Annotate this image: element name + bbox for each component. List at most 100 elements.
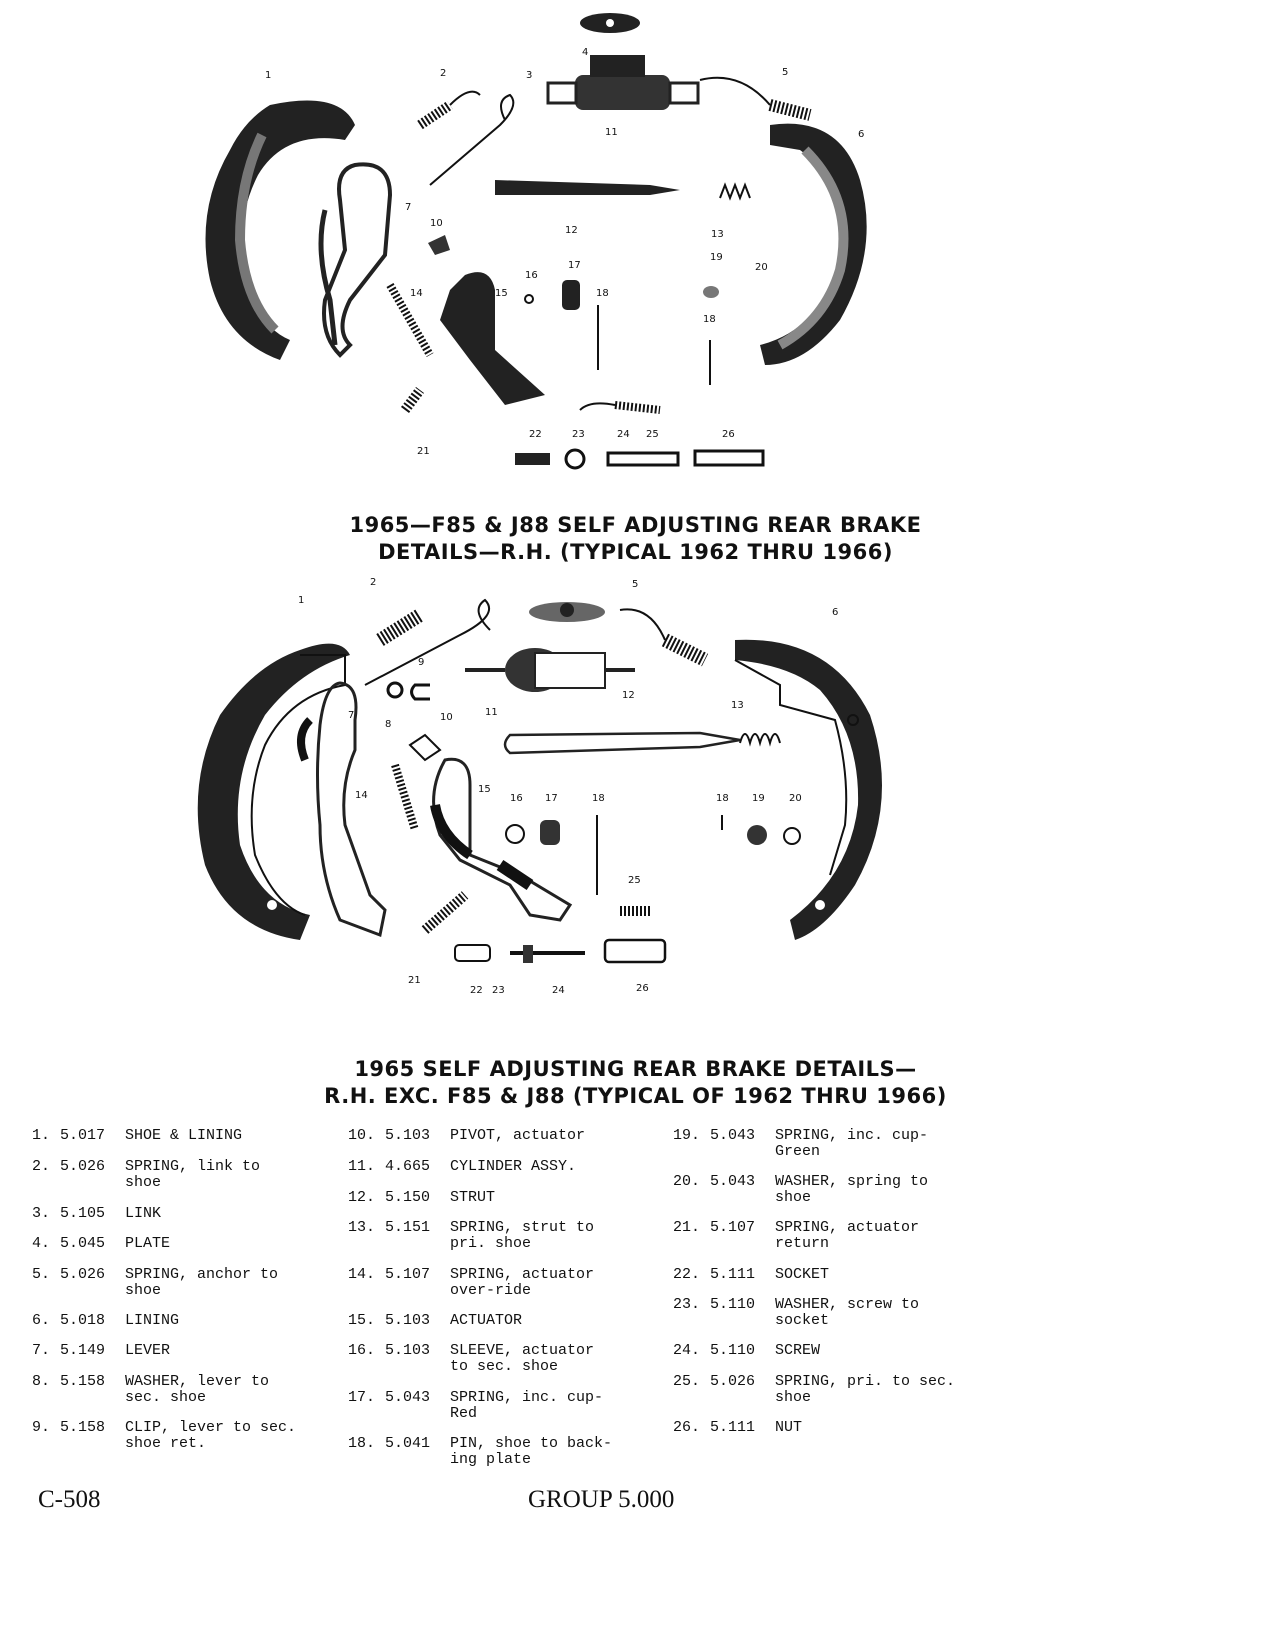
part-description: LINK — [125, 1205, 162, 1222]
part-group-code: 5.017 — [60, 1127, 106, 1144]
part-description: NUT — [775, 1419, 803, 1436]
part-number: 4. — [31, 1235, 50, 1252]
link-part — [429, 93, 515, 186]
svg-text:1: 1 — [265, 70, 271, 81]
svg-text:17: 17 — [568, 260, 581, 271]
spring-strut-part — [739, 733, 781, 747]
primary-shoe-lining-part — [205, 100, 355, 360]
part-group-code: 5.111 — [710, 1419, 756, 1436]
svg-text:14: 14 — [410, 288, 423, 299]
svg-text:14: 14 — [355, 790, 368, 801]
spring-anchor-to-shoe-part — [661, 633, 709, 667]
part-group-code: 5.103 — [385, 1342, 431, 1359]
spring-cup-part — [540, 820, 560, 845]
caption-bottom-line1: 1965 SELF ADJUSTING REAR BRAKE DETAILS— — [354, 1057, 917, 1081]
part-description: SPRING, pri. to sec. shoe — [775, 1373, 956, 1406]
pivot-part — [408, 733, 442, 762]
part-description: SPRING, actuator over-ride — [450, 1266, 595, 1299]
strut-part — [495, 180, 680, 195]
svg-text:8: 8 — [385, 719, 391, 730]
part-number: 18. — [347, 1435, 375, 1452]
part-group-code: 5.026 — [60, 1158, 106, 1175]
part-number: 25. — [672, 1373, 700, 1390]
part-description: SPRING, actuator return — [775, 1219, 920, 1252]
part-number: 22. — [672, 1266, 700, 1283]
part-description: SLEEVE, actuator to sec. shoe — [450, 1342, 595, 1375]
part-number: 10. — [347, 1127, 375, 1144]
part-number: 17. — [347, 1389, 375, 1406]
caption-bottom-line2: R.H. EXC. F85 & J88 (TYPICAL OF 1962 THR… — [324, 1084, 947, 1108]
svg-text:25: 25 — [628, 875, 641, 886]
part-group-code: 5.149 — [60, 1342, 106, 1359]
svg-text:21: 21 — [417, 446, 430, 457]
part-number: 23. — [672, 1296, 700, 1313]
svg-text:18: 18 — [596, 288, 609, 299]
part-description: SPRING, inc. cup- Green — [775, 1127, 929, 1160]
part-number: 5. — [31, 1266, 50, 1283]
actuator-part — [440, 272, 545, 405]
svg-text:3: 3 — [526, 70, 532, 81]
svg-text:26: 26 — [636, 983, 649, 994]
svg-text:16: 16 — [525, 270, 538, 281]
part-number: 6. — [31, 1312, 50, 1329]
part-number: 9. — [31, 1419, 50, 1436]
part-group-code: 5.103 — [385, 1127, 431, 1144]
svg-text:20: 20 — [755, 262, 768, 273]
svg-text:10: 10 — [430, 218, 443, 229]
pivot-part — [428, 235, 450, 255]
part-number: 15. — [347, 1312, 375, 1329]
wheel-cylinder-part — [465, 648, 635, 692]
part-number: 3. — [31, 1205, 50, 1222]
spring-override-part — [386, 283, 434, 357]
svg-text:15: 15 — [495, 288, 508, 299]
part-group-code: 5.026 — [60, 1266, 106, 1283]
part-group-code: 5.103 — [385, 1312, 431, 1329]
part-group-code: 5.150 — [385, 1189, 431, 1206]
svg-text:19: 19 — [710, 252, 723, 263]
svg-text:18: 18 — [592, 793, 605, 804]
svg-text:9: 9 — [418, 657, 424, 668]
part-description: WASHER, lever to sec. shoe — [125, 1373, 270, 1406]
svg-text:10: 10 — [440, 712, 453, 723]
spring-return-part — [421, 891, 469, 934]
part-description: PIN, shoe to back- ing plate — [450, 1435, 613, 1468]
svg-text:4: 4 — [582, 47, 588, 58]
part-group-code: 5.043 — [710, 1127, 756, 1144]
svg-text:23: 23 — [492, 985, 505, 996]
part-group-code: 5.107 — [710, 1219, 756, 1236]
part-group-code: 5.105 — [60, 1205, 106, 1222]
part-number: 13. — [347, 1219, 375, 1236]
primary-shoe-lining-part — [197, 643, 350, 940]
svg-text:24: 24 — [617, 429, 630, 440]
svg-text:25: 25 — [646, 429, 659, 440]
svg-text:22: 22 — [529, 429, 542, 440]
caption-top-line2: DETAILS—R.H. (TYPICAL 1962 THRU 1966) — [378, 540, 893, 564]
caption-top-line1: 1965—F85 & J88 SELF ADJUSTING REAR BRAKE — [349, 513, 922, 537]
svg-text:13: 13 — [711, 229, 724, 240]
svg-text:22: 22 — [470, 985, 483, 996]
svg-text:5: 5 — [782, 67, 788, 78]
page-number: C-508 — [38, 1486, 101, 1513]
part-number: 7. — [31, 1342, 50, 1359]
svg-text:12: 12 — [565, 225, 578, 236]
part-description: SOCKET — [775, 1266, 830, 1283]
secondary-shoe-lining-part — [760, 123, 867, 366]
part-description: SPRING, link to shoe — [125, 1158, 261, 1191]
part-group-code: 5.111 — [710, 1266, 756, 1283]
part-description: CLIP, lever to sec. shoe ret. — [125, 1419, 297, 1452]
svg-text:11: 11 — [485, 707, 498, 718]
part-number: 14. — [347, 1266, 375, 1283]
part-description: ACTUATOR — [450, 1312, 523, 1329]
part-number: 8. — [31, 1373, 50, 1390]
part-group-code: 5.026 — [710, 1373, 756, 1390]
group-label: GROUP 5.000 — [528, 1486, 675, 1513]
part-description: STRUT — [450, 1189, 496, 1206]
part-group-code: 5.158 — [60, 1419, 106, 1436]
part-description: PIVOT, actuator — [450, 1127, 586, 1144]
spring-link-to-shoe-part — [417, 90, 481, 130]
part-description: WASHER, spring to shoe — [775, 1173, 929, 1206]
spring-pri-to-sec-part — [614, 401, 661, 414]
secondary-shoe-lining-part — [735, 639, 882, 940]
